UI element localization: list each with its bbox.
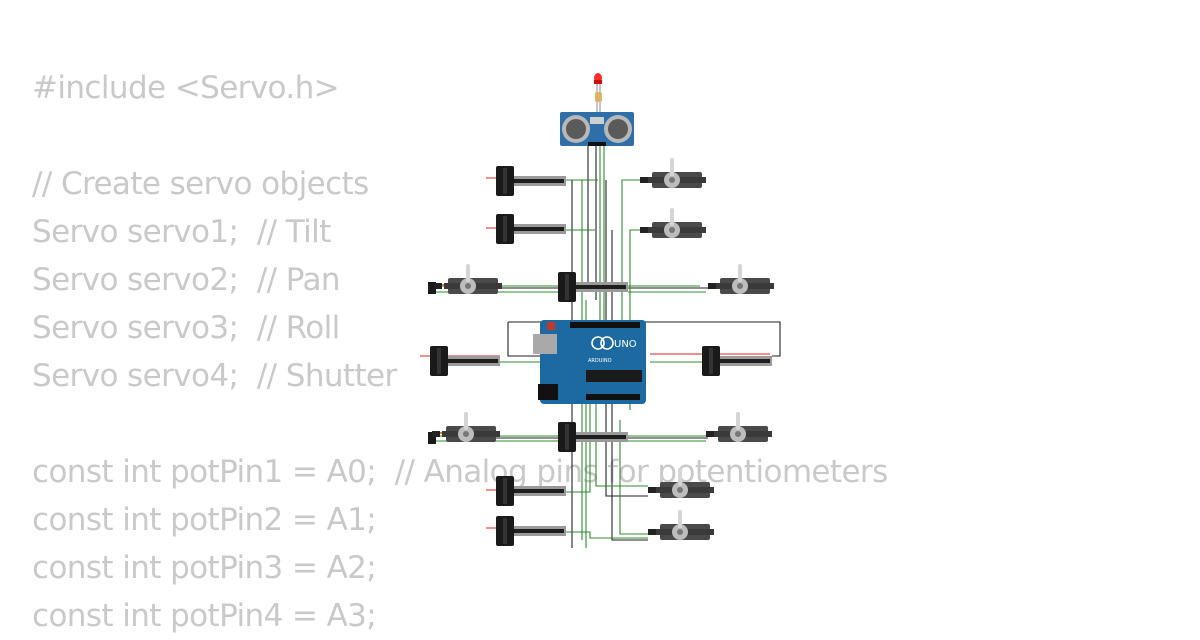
slide-potentiometer [496,166,566,196]
slide-potentiometer [558,272,628,302]
slide-potentiometer [558,422,628,452]
slide-potentiometer [430,346,500,376]
slide-potentiometer [496,476,566,506]
slide-potentiometer [428,282,436,294]
servo-motor [648,468,714,498]
servo-motor [640,208,706,238]
arduino-uno-board: UNO ARDUINO [533,320,646,404]
slide-potentiometer [496,516,566,546]
servo-motor [434,264,502,294]
slide-potentiometer [702,346,772,376]
board-brand-label: UNO [614,339,637,350]
slide-potentiometers [428,166,772,546]
board-logo-label: ARDUINO [588,358,612,364]
servo-motor [640,158,706,188]
servo-motor [432,412,500,442]
ultrasonic-sensor [560,112,634,146]
servo-motor [706,412,772,442]
servos [432,158,774,540]
servo-motor [708,264,774,294]
servo-motor [648,510,714,540]
led [594,73,602,112]
slide-potentiometer [428,432,436,444]
slide-potentiometer [496,214,566,244]
